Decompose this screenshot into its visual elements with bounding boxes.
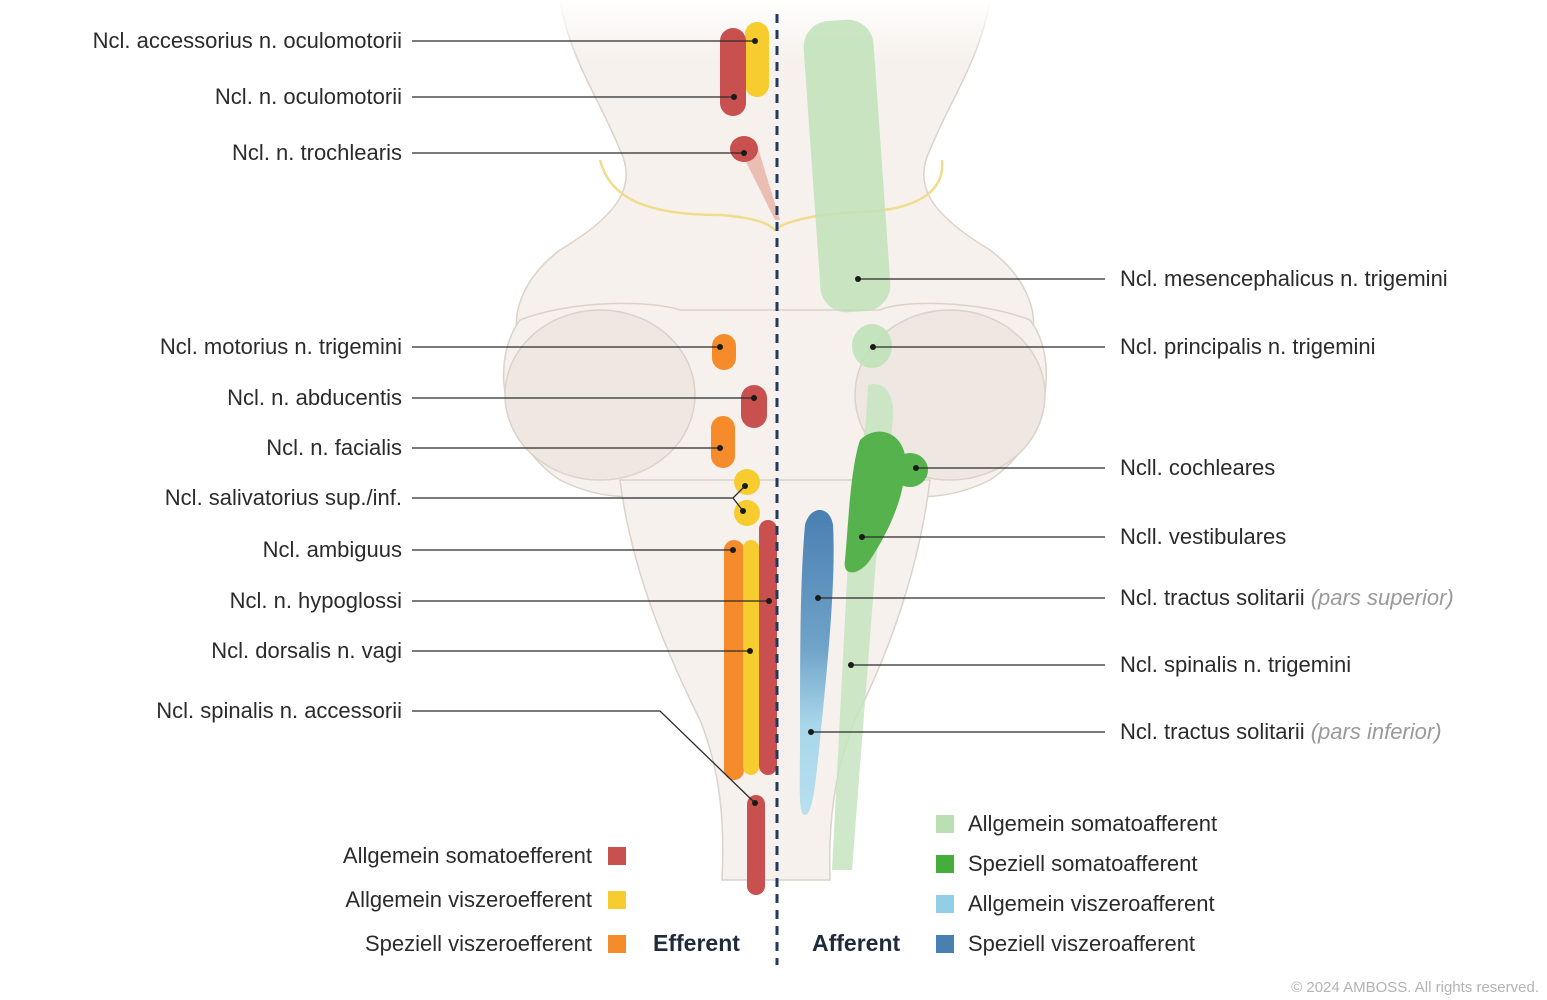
legend-label: Speziell somatoafferent <box>968 851 1198 876</box>
leader-dot <box>859 534 865 540</box>
ncl-tractus-solitarii-shape <box>799 510 834 815</box>
leader-dot <box>747 648 753 654</box>
label-ncl-oculomotorii: Ncl. n. oculomotorii <box>214 84 402 109</box>
leader-dot <box>731 94 737 100</box>
leader-dot <box>751 395 757 401</box>
leader-dot <box>752 38 758 44</box>
legend-swatch <box>936 935 954 953</box>
leader-dot <box>717 445 723 451</box>
legend-swatch <box>936 895 954 913</box>
leader-line <box>412 710 756 804</box>
label-ncl-trochlearis: Ncl. n. trochlearis <box>232 140 402 165</box>
legend-label: Allgemein somatoefferent <box>342 843 592 868</box>
legend-label: Allgemein viszeroefferent <box>345 887 592 912</box>
leader-dot <box>741 150 747 156</box>
label-ncl-spinalis-accessorii: Ncl. spinalis n. accessorii <box>156 698 402 723</box>
ncl-ambiguus-shape <box>724 540 744 780</box>
label-ncl-hypoglossi: Ncl. n. hypoglossi <box>229 588 402 613</box>
ncl-motorius-trigemini-shape <box>712 334 736 370</box>
leader-dot <box>730 547 736 553</box>
legend-swatch <box>936 855 954 873</box>
leader-dot <box>870 344 876 350</box>
ncl-facialis-shape <box>711 416 735 468</box>
ncl-dorsalis-vagi-shape <box>743 540 759 775</box>
legend-swatch <box>608 935 626 953</box>
leader-dot <box>717 344 723 350</box>
trochlear-tract-shape <box>740 148 780 220</box>
legend-swatch <box>608 847 626 865</box>
label-ncll-cochleares: Ncll. cochleares <box>1120 455 1276 480</box>
ncl-mesencephalicus-shape <box>803 19 891 313</box>
label-ncll-vestibulares: Ncll. vestibulares <box>1120 524 1287 549</box>
label-ncl-spinalis-trigemini: Ncl. spinalis n. trigemini <box>1120 652 1352 677</box>
legend-label: Speziell viszeroafferent <box>968 931 1196 956</box>
ncll-cochleares-shape <box>892 453 928 487</box>
ncl-spinalis-accessorii-shape <box>747 795 765 895</box>
leader-dot <box>752 800 758 806</box>
label-ncl-dorsalis-vagi: Ncl. dorsalis n. vagi <box>211 638 402 663</box>
leader-dot <box>808 729 814 735</box>
copyright-notice: © 2024 AMBOSS. All rights reserved. <box>1291 979 1539 996</box>
legend-label: Allgemein somatoafferent <box>968 811 1218 836</box>
label-ncl-mesencephalicus: Ncl. mesencephalicus n. trigemini <box>1120 266 1448 291</box>
label-note: (pars inferior) <box>1310 719 1442 744</box>
leader-dot <box>848 662 854 668</box>
ncl-oculomotorii-shape <box>720 28 746 116</box>
efferent-side-label: Efferent <box>653 930 740 956</box>
leader-dot <box>742 483 748 489</box>
label-ncl-principalis: Ncl. principalis n. trigemini <box>1120 334 1376 359</box>
legend-swatch <box>608 891 626 909</box>
label-ncl-ambiguus: Ncl. ambiguus <box>262 537 402 562</box>
afferent-side-label: Afferent <box>812 930 901 956</box>
legend-label: Speziell viszeroefferent <box>364 931 592 956</box>
leader-dot <box>913 465 919 471</box>
ncl-salivatorius-inf-shape <box>734 500 760 526</box>
ncl-trochlearis-shape <box>730 136 758 162</box>
label-ncl-abducentis: Ncl. n. abducentis <box>227 385 402 410</box>
label-ncl-facialis: Ncl. n. facialis <box>266 435 402 460</box>
leader-dot <box>766 598 772 604</box>
ncl-abducentis-shape <box>741 385 767 428</box>
trochlear-fibers <box>598 159 944 232</box>
ncl-salivatorius-sup-shape <box>734 469 760 495</box>
label-ncl-salivatorius: Ncl. salivatorius sup./inf. <box>164 485 402 510</box>
label-ncl-motorius-trigemini: Ncl. motorius n. trigemini <box>159 334 402 359</box>
ncl-hypoglossi-shape <box>759 520 777 775</box>
leader-dot <box>815 595 821 601</box>
leader-dot <box>855 276 861 282</box>
leader-dot <box>740 508 746 514</box>
legend-label: Allgemein viszeroafferent <box>968 891 1215 916</box>
label-note: (pars superior) <box>1310 585 1454 610</box>
ncl-accessorius-oculomotorii-shape <box>745 22 769 97</box>
legend-swatch <box>936 815 954 833</box>
label-ncl-accessorius-oculomotorii: Ncl. accessorius n. oculomotorii <box>92 28 402 53</box>
label-ncl-tractus-solitarii-superior: Ncl. tractus solitarii (pars superior) <box>1120 585 1454 610</box>
label-ncl-tractus-solitarii-inferior: Ncl. tractus solitarii (pars inferior) <box>1120 719 1442 744</box>
